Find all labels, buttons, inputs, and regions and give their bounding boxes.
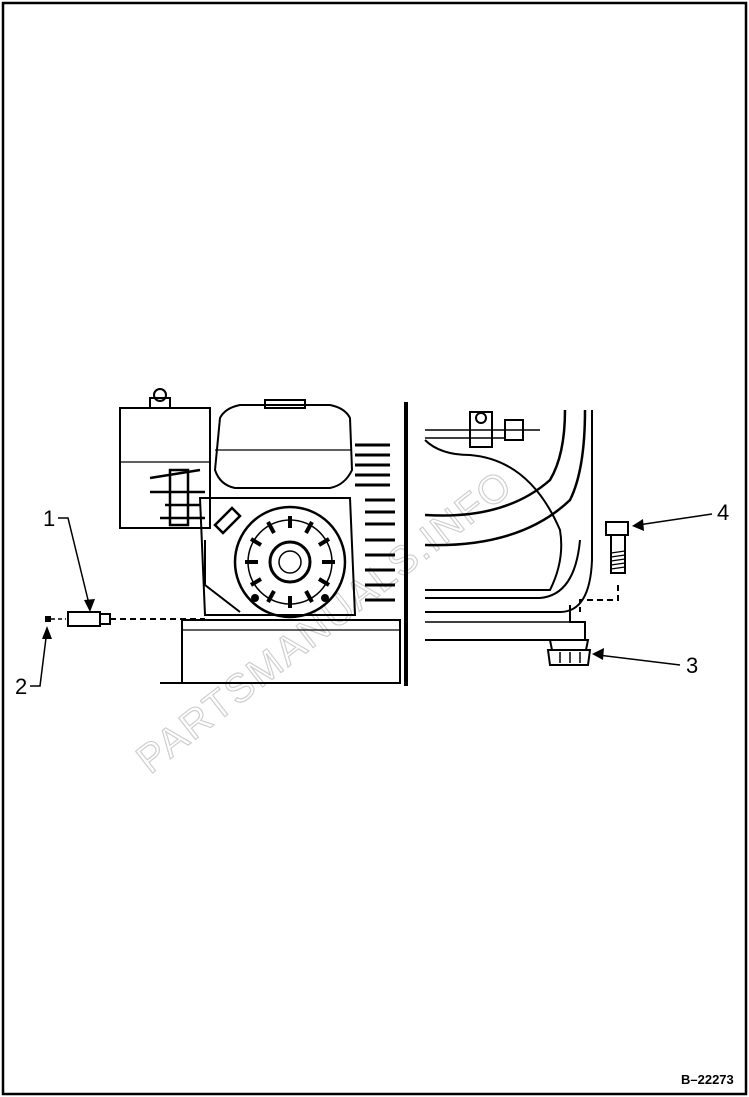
figure-reference: B–22273 [681, 1072, 734, 1087]
callout-4: 4 [717, 500, 729, 525]
engine-generator-view [119, 388, 401, 684]
callout-1: 1 [43, 506, 55, 531]
mounting-bolt [579, 521, 629, 612]
arrowheads [42, 519, 644, 660]
callout-3: 3 [686, 653, 698, 678]
plug-part [45, 616, 66, 622]
callout-2: 2 [15, 674, 27, 699]
tank-frame-view [424, 409, 593, 666]
leader-lines [30, 513, 713, 687]
rubber-foot [546, 639, 592, 666]
switch-part [67, 611, 205, 627]
